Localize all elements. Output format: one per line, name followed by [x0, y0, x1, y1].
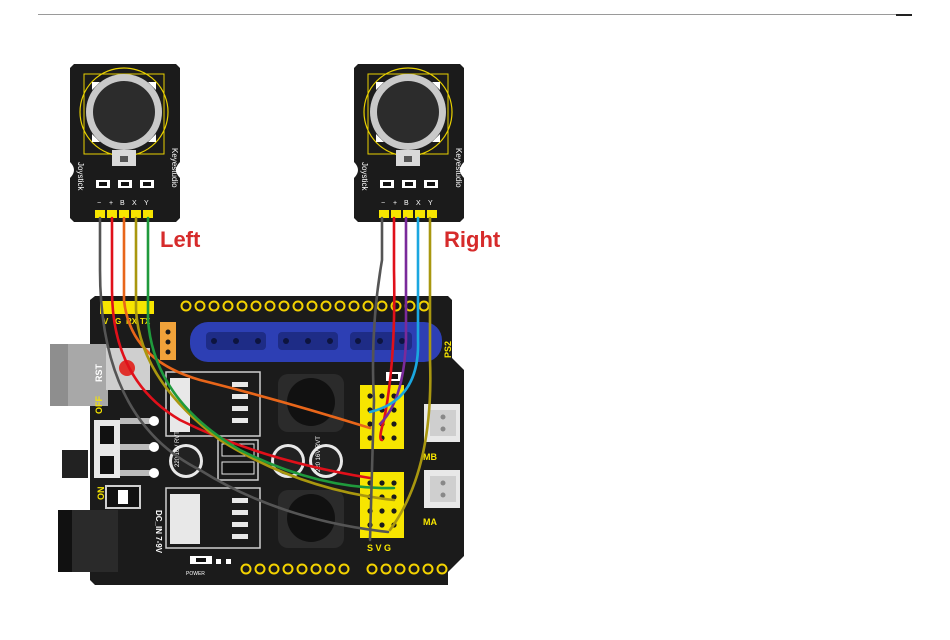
- right-pin-vcc: +: [393, 200, 397, 207]
- left-pin-gnd: −: [97, 200, 101, 207]
- right-joystick-name: Joystick: [360, 162, 369, 191]
- left-label: Left: [160, 227, 201, 252]
- left-pin-y: Y: [144, 200, 149, 207]
- right-pin-y: Y: [428, 200, 433, 207]
- joystick-module-right: Joystick Keyestudio − + B X Y: [354, 64, 464, 222]
- off-label: OFF: [94, 396, 104, 414]
- right-label: Right: [444, 227, 501, 252]
- ps2-label: PS2: [443, 341, 453, 358]
- right-joystick-brand: Keyestudio: [454, 148, 463, 188]
- svg-label: S V G: [367, 543, 391, 553]
- left-joystick-brand: Keyestudio: [170, 148, 179, 188]
- mb-label: MB: [423, 452, 437, 462]
- right-pin-x: X: [416, 200, 421, 207]
- power-label: POWER: [186, 571, 205, 577]
- ma-label: MA: [423, 517, 437, 527]
- driver-shield: V G RX TX PS2 RST OFF ON: [50, 296, 464, 585]
- on-label: ON: [96, 487, 106, 501]
- motor-connector-ma: [424, 470, 460, 508]
- left-pin-vcc: +: [109, 200, 113, 207]
- svg-text:220 16V RVT: 220 16V RVT: [175, 431, 181, 467]
- dc-in-label: DC_IN 7-9V: [154, 510, 163, 554]
- left-pin-x: X: [132, 200, 137, 207]
- right-pin-b: B: [404, 200, 409, 207]
- bottom-pin-row: [242, 565, 447, 574]
- right-pin-gnd: −: [381, 200, 385, 207]
- left-joystick-name: Joystick: [76, 162, 85, 191]
- joystick-module-left: Joystick Keyestudio − + B X Y: [70, 64, 180, 222]
- rst-label: RST: [94, 363, 104, 382]
- left-pin-b: B: [120, 200, 125, 207]
- side-switch: [62, 450, 88, 478]
